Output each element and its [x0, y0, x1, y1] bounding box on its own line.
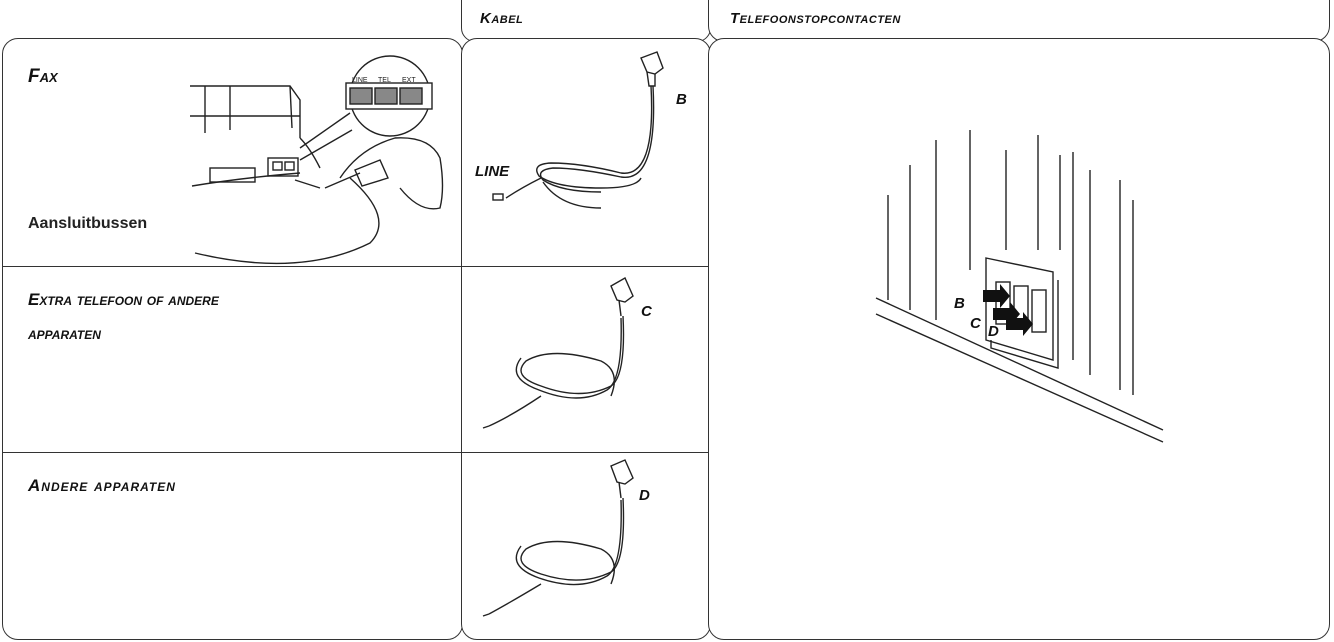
wall-label-d: D [988, 323, 999, 340]
cable-d-illustration: D [482, 459, 650, 617]
fax-port-tel: TEL [378, 77, 391, 84]
row-label-extra: Extra telefoon of andere [28, 290, 219, 309]
row-divider-2 [3, 452, 709, 453]
header-tab-kabel [461, 0, 711, 42]
wall-arrow-d [1006, 312, 1033, 336]
header-tab-telefoonstopcontacten [708, 0, 1330, 42]
cable-c-illustration: C [482, 277, 653, 429]
fax-port-line: LINE [352, 77, 368, 84]
fax-port-ext: EXT [402, 77, 416, 84]
cable-b-letter: B [676, 91, 687, 108]
wall-arrow-b [983, 284, 1010, 308]
row-label-fax: Fax [28, 66, 58, 87]
cable-c-letter: C [641, 303, 653, 320]
wall-socket-illustration: B C D [875, 130, 1164, 443]
left-panel [2, 38, 463, 640]
wall-label-c: C [970, 315, 982, 332]
cable-b-line-label: LINE [475, 163, 510, 180]
wall-label-b: B [954, 295, 965, 312]
fax-caption: Aansluitbussen [28, 215, 148, 232]
cable-b-illustration: B LINE [475, 51, 687, 209]
header-telefoonstopcontacten: Telefoonstopcontacten [730, 10, 901, 27]
cable-d-letter: D [639, 487, 650, 504]
row-label-extra-line2: apparaten [28, 324, 101, 343]
row-label-andere: Andere apparaten [28, 476, 176, 495]
fax-illustration: LINE TEL EXT [190, 55, 444, 265]
cable-panel [461, 38, 711, 640]
header-kabel: Kabel [480, 10, 524, 27]
row-divider-1 [3, 266, 709, 267]
